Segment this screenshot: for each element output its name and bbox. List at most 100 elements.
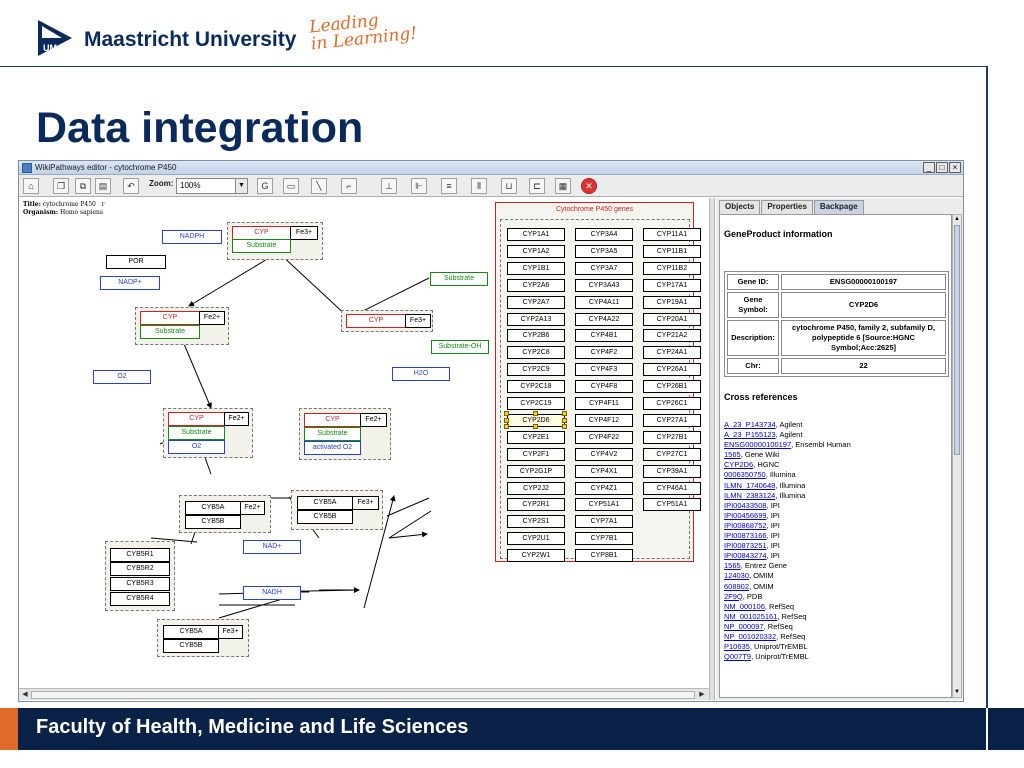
fe3-node[interactable]: Fe3+ (290, 226, 318, 240)
align-bottom-icon[interactable]: ⊔ (501, 178, 517, 194)
nadh-node[interactable]: NADH (243, 586, 301, 600)
gene-node-cyp20a1[interactable]: CYP20A1 (643, 312, 701, 326)
fe3-node[interactable]: Fe3+ (218, 625, 243, 639)
gene-node-cyp3a5[interactable]: CYP3A5 (575, 244, 633, 258)
fe2-node[interactable]: Fe2+ (240, 501, 265, 515)
gene-node-cyp2c19[interactable]: CYP2C19 (507, 397, 565, 410)
o2-node[interactable]: O2 (93, 370, 151, 384)
gene-node-cyp2g1p[interactable]: CYP2G1P (507, 464, 565, 478)
cyb5a-node[interactable]: CYB5A (163, 625, 219, 639)
align-middle-icon[interactable]: ⊩ (411, 178, 427, 194)
cross-ref-link[interactable]: 608902 (724, 581, 750, 591)
cyb5a-node[interactable]: CYB5A (185, 501, 241, 515)
cyb5r3-node[interactable]: CYB5R3 (110, 577, 170, 591)
gene-node-cyp2e1[interactable]: CYP2E1 (507, 430, 565, 444)
fe3-node[interactable]: Fe3+ (405, 314, 431, 328)
cross-ref-link[interactable]: ENSG00000100197 (724, 440, 792, 450)
gene-node-cyp26a1[interactable]: CYP26A1 (643, 363, 701, 377)
undo-icon[interactable]: ↶ (123, 178, 139, 194)
substrate-product-node[interactable]: Substrate (430, 272, 488, 286)
h2o-node[interactable]: H2O (392, 367, 450, 381)
home-icon[interactable]: ⌂ (23, 178, 39, 194)
gene-node-cyp2w1[interactable]: CYP2W1 (507, 549, 565, 563)
gene-node-cyp39a1[interactable]: CYP39A1 (643, 464, 701, 478)
gene-node-cyp4a22[interactable]: CYP4A22 (575, 312, 633, 326)
cross-ref-link[interactable]: 124030 (724, 571, 750, 581)
pathway-canvas[interactable]: Title: cytochrome P450 r Organism: Homo … (19, 198, 703, 688)
gene-node-cyp2j2[interactable]: CYP2J2 (507, 481, 565, 495)
gene-node-cyp1a1[interactable]: CYP1A1 (507, 228, 565, 241)
substrate-node[interactable]: Substrate (232, 239, 291, 253)
fe3-node[interactable]: Fe3+ (352, 496, 379, 510)
fe2-node[interactable]: Fe2+ (199, 311, 225, 325)
cross-ref-link[interactable]: CYP2D6 (724, 460, 754, 470)
gene-node-cyp1a2[interactable]: CYP1A2 (507, 244, 565, 258)
cross-ref-link[interactable]: 0006350750 (724, 470, 766, 480)
gene-node-cyp4f8[interactable]: CYP4F8 (575, 380, 633, 394)
cyb5a-node[interactable]: CYB5A (297, 496, 353, 510)
gene-node-cyp27a1[interactable]: CYP27A1 (643, 413, 701, 427)
align-center-icon[interactable]: ⊥ (381, 178, 397, 194)
cross-ref-link[interactable]: IPI00873251 (724, 541, 767, 551)
selection-handle[interactable] (562, 417, 567, 423)
gene-node-cyp4f3[interactable]: CYP4F3 (575, 363, 633, 377)
gene-node-cyp2a6[interactable]: CYP2A6 (507, 278, 565, 292)
cyp-node[interactable]: CYP (140, 311, 200, 325)
cross-ref-link[interactable]: 1565 (724, 561, 741, 571)
copy-icon[interactable]: ❐ (53, 178, 69, 194)
horizontal-scroll-thumb[interactable] (31, 691, 695, 699)
cyp-node[interactable]: CYP (232, 226, 291, 240)
gene-node-cyp24a1[interactable]: CYP24A1 (643, 346, 701, 360)
cross-ref-link[interactable]: A_23_P155123 (724, 430, 776, 440)
fe2-node[interactable]: Fe2+ (224, 412, 249, 426)
cross-ref-link[interactable]: 1565 (724, 450, 741, 460)
gene-node-cyp46a1[interactable]: CYP46A1 (643, 481, 701, 495)
cross-ref-link[interactable]: A_23_P143734 (724, 420, 776, 429)
scroll-up-icon[interactable]: ▲ (954, 216, 960, 222)
cross-ref-link[interactable]: IPI00873166 (724, 531, 767, 541)
substrate-node[interactable]: Substrate (140, 325, 200, 339)
cross-ref-link[interactable]: IPI00868752 (724, 520, 767, 530)
gene-node-cyp19a1[interactable]: CYP19A1 (643, 295, 701, 309)
paste-icon[interactable]: ▤ (95, 178, 111, 194)
scroll-left-icon[interactable]: ◀ (22, 691, 28, 698)
cross-ref-link[interactable]: ILMN_1740648 (724, 480, 776, 490)
cyb5-left-group[interactable]: CYB5A Fe2+ CYB5B (179, 495, 271, 533)
gene-node-cyp2a13[interactable]: CYP2A13 (507, 312, 565, 326)
cyb5r1-node[interactable]: CYB5R1 (110, 548, 170, 562)
substrate-node[interactable]: Substrate (168, 426, 225, 440)
cyp-top-group[interactable]: CYP Fe3+ Substrate (227, 222, 323, 260)
gene-node-cyp4f11[interactable]: CYP4F11 (575, 397, 633, 410)
cross-ref-link[interactable]: IPI00433508 (724, 500, 767, 510)
scroll-right-icon[interactable]: ▶ (699, 691, 705, 698)
cyb5r-group[interactable]: CYB5R1 CYB5R2 CYB5R3 CYB5R4 (105, 541, 175, 611)
gene-node-cyp2u1[interactable]: CYP2U1 (507, 532, 565, 546)
cross-ref-link[interactable]: Q007T9 (724, 652, 752, 662)
por-node[interactable]: POR (106, 255, 166, 269)
gene-node-cyp4f22[interactable]: CYP4F22 (575, 430, 633, 444)
o2-node[interactable]: O2 (168, 440, 225, 454)
gene-node-cyp2c8[interactable]: CYP2C8 (507, 346, 565, 360)
gene-node-cyp2r1[interactable]: CYP2R1 (507, 498, 565, 512)
gene-node-cyp27b1[interactable]: CYP27B1 (643, 430, 701, 444)
gene-node-cyp27c1[interactable]: CYP27C1 (643, 447, 701, 461)
zoom-select[interactable]: 100%▼ (176, 178, 248, 194)
fe2-node[interactable]: Fe2+ (360, 413, 387, 427)
gene-node-cyp3a4[interactable]: CYP3A4 (575, 228, 633, 241)
line-tool-icon[interactable]: ╲ (311, 178, 327, 194)
gene-node-cyp26b1[interactable]: CYP26B1 (643, 380, 701, 394)
gene-node-cyp2c18[interactable]: CYP2C18 (507, 380, 565, 394)
horizontal-scrollbar[interactable]: ◀ ▶ (19, 688, 709, 700)
grid-icon[interactable]: ▦ (555, 178, 571, 194)
activated-o2-node[interactable]: activated O2 (304, 441, 361, 455)
nadph-node[interactable]: NADPH (162, 230, 222, 244)
duplicate-icon[interactable]: ⧉ (75, 178, 91, 194)
cross-ref-link[interactable]: NM_000106 (724, 601, 765, 611)
gene-node-cyp4b1[interactable]: CYP4B1 (575, 329, 633, 343)
gene-node-cyp4z1[interactable]: CYP4Z1 (575, 481, 633, 495)
cross-ref-link[interactable]: NP_001020332 (724, 631, 777, 641)
gene-node-cyp51a1[interactable]: CYP51A1 (643, 498, 701, 512)
gene-node-cyp3a43[interactable]: CYP3A43 (575, 278, 633, 292)
selection-handle[interactable] (562, 423, 567, 429)
cyb5-right-group[interactable]: CYB5A Fe3+ CYB5B (291, 490, 383, 530)
